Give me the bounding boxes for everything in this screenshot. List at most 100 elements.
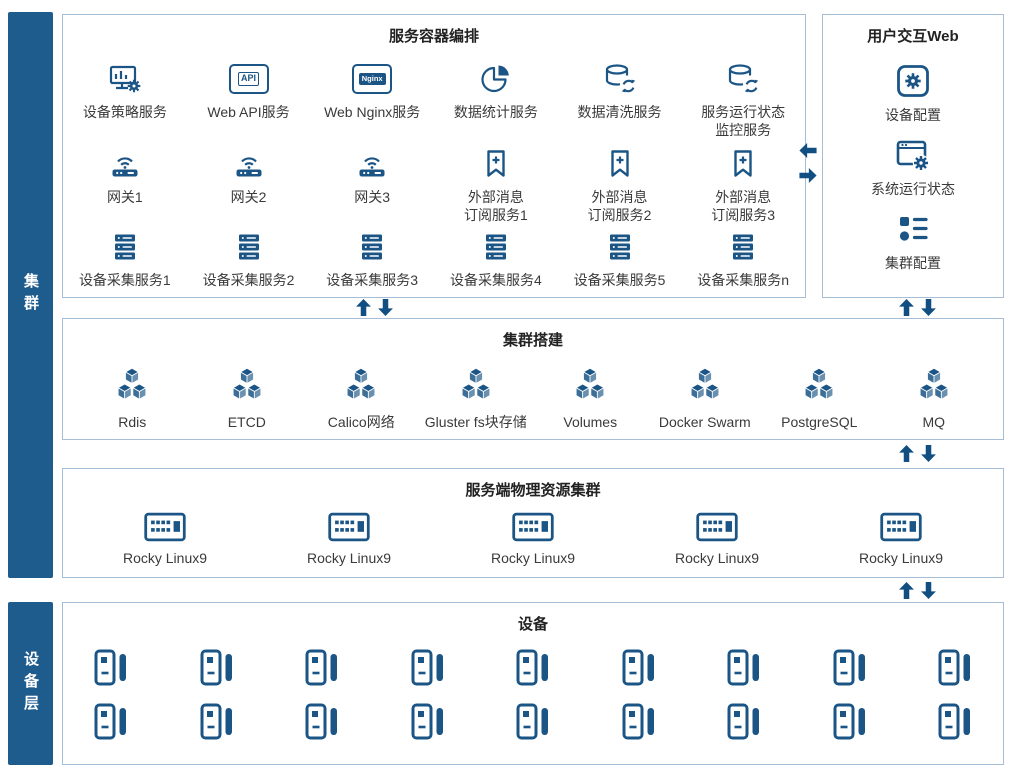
- physical-cluster-title: 服务端物理资源集群: [465, 482, 601, 499]
- physical-node-3: Rocky Linux9: [441, 512, 625, 567]
- device-row-1: [63, 648, 1003, 688]
- cube-cluster-icon: [684, 364, 726, 406]
- bookmark-plus-icon: [726, 147, 760, 181]
- api-badge-text: API: [237, 72, 259, 86]
- service-label: 设备采集服务5: [573, 272, 666, 288]
- orch-setup-link-arrows: [356, 299, 393, 316]
- cube-cluster-icon: [455, 364, 497, 406]
- service-label: 设备采集服务n: [697, 272, 790, 288]
- physical-node-label: Rocky Linux9: [674, 550, 760, 566]
- down-arrow-icon: [378, 299, 393, 316]
- cluster-config-icon: [895, 211, 931, 247]
- device-icon: [830, 702, 870, 742]
- physical-node-label: Rocky Linux9: [306, 550, 392, 566]
- web-item-system-status: 系统运行状态: [871, 137, 955, 198]
- api-window-icon: API: [228, 64, 269, 94]
- up-arrow-icon: [899, 299, 914, 316]
- wireless-gateway-icon: [108, 147, 142, 181]
- bookmark-plus-icon: [479, 147, 513, 181]
- hardware-module-icon: [142, 512, 188, 542]
- physical-device-link-arrows: [899, 582, 936, 599]
- collector-service-4: 设备采集服务4: [434, 230, 558, 298]
- device-icon: [408, 702, 448, 742]
- service-web-api: API Web API服务: [187, 62, 311, 147]
- device-icon: [302, 648, 342, 688]
- device-icon: [91, 702, 131, 742]
- external-subscription-1: 外部消息 订阅服务1: [434, 147, 558, 230]
- service-label: 外部消息 订阅服务3: [711, 189, 776, 224]
- bookmark-plus-icon: [603, 147, 637, 181]
- physical-node-4: Rocky Linux9: [625, 512, 809, 567]
- service-label: 网关1: [106, 189, 143, 205]
- setup-item-label: ETCD: [227, 414, 266, 430]
- server-rack-icon: [726, 230, 760, 264]
- gateway-3: 网关3: [310, 147, 434, 230]
- service-label: 网关2: [230, 189, 267, 205]
- server-rack-icon: [355, 230, 389, 264]
- device-icon: [619, 648, 659, 688]
- hardware-module-icon: [326, 512, 372, 542]
- nginx-window-icon: Nginx: [352, 64, 393, 94]
- gear-box-icon: [895, 63, 931, 99]
- device-icon: [513, 702, 553, 742]
- setup-item-mq: MQ: [877, 364, 992, 431]
- service-data-statistics: 数据统计服务: [434, 62, 558, 147]
- cluster-setup-panel: 集群搭建 Rdis ETCD Calico网络 Gluster fs块存储 Vo…: [62, 318, 1004, 440]
- service-label: 设备采集服务4: [449, 272, 542, 288]
- service-label: 数据统计服务: [453, 104, 538, 120]
- cube-cluster-icon: [569, 364, 611, 406]
- device-icon: [302, 702, 342, 742]
- wireless-gateway-icon: [355, 147, 389, 181]
- orchestration-row-2: 网关1 网关2 网关3 外部消息 订阅服务1 外部消息 订阅服务2 外部消息 订…: [63, 147, 805, 230]
- device-icon: [935, 648, 975, 688]
- physical-node-label: Rocky Linux9: [858, 550, 944, 566]
- setup-item-volumes: Volumes: [533, 364, 648, 431]
- service-label: 服务运行状态 监控服务: [701, 104, 786, 139]
- service-web-nginx: Nginx Web Nginx服务: [310, 62, 434, 147]
- service-label: 设备采集服务1: [78, 272, 171, 288]
- hardware-module-icon: [878, 512, 924, 542]
- collector-service-2: 设备采集服务2: [187, 230, 311, 298]
- web-item-device-config: 设备配置: [885, 63, 941, 124]
- service-label: Web API服务: [207, 104, 290, 120]
- server-rack-icon: [108, 230, 142, 264]
- collector-service-1: 设备采集服务1: [63, 230, 187, 298]
- web-item-cluster-config: 集群配置: [885, 211, 941, 272]
- service-label: 设备采集服务2: [202, 272, 295, 288]
- server-rack-icon: [232, 230, 266, 264]
- external-subscription-2: 外部消息 订阅服务2: [558, 147, 682, 230]
- service-label: 数据清洗服务: [577, 104, 662, 120]
- device-icon: [724, 648, 764, 688]
- cluster-setup-row: Rdis ETCD Calico网络 Gluster fs块存储 Volumes…: [63, 364, 1003, 431]
- database-refresh-icon: [603, 62, 637, 96]
- setup-item-label: Volumes: [563, 414, 618, 430]
- setup-item-label: Docker Swarm: [658, 414, 751, 430]
- hardware-module-icon: [694, 512, 740, 542]
- server-rack-icon: [603, 230, 637, 264]
- service-data-cleaning: 数据清洗服务: [558, 62, 682, 147]
- user-web-panel: 用户交互Web 设备配置 系统运行状态 集群配置: [822, 14, 1004, 298]
- monitor-chart-gear-icon: [108, 62, 142, 96]
- physical-node-5: Rocky Linux9: [809, 512, 993, 567]
- setup-item-label: Rdis: [118, 414, 147, 430]
- device-panel: 设备: [62, 602, 1004, 765]
- web-item-label: 集群配置: [885, 254, 941, 271]
- setup-item-calico: Calico网络: [304, 364, 419, 431]
- user-web-title: 用户交互Web: [867, 28, 959, 45]
- down-arrow-icon: [921, 299, 936, 316]
- device-icon: [197, 702, 237, 742]
- service-label: Web Nginx服务: [324, 104, 421, 120]
- up-arrow-icon: [356, 299, 371, 316]
- web-item-label: 系统运行状态: [871, 180, 955, 197]
- orchestration-row-3: 设备采集服务1 设备采集服务2 设备采集服务3 设备采集服务4 设备采集服务5 …: [63, 230, 805, 298]
- database-refresh-icon: [726, 62, 760, 96]
- physical-node-2: Rocky Linux9: [257, 512, 441, 567]
- service-label: 外部消息 订阅服务1: [463, 189, 528, 224]
- orchestration-panel: 服务容器编排 设备策略服务 API Web API服务 Nginx Web Ng…: [62, 14, 806, 298]
- physical-cluster-panel: 服务端物理资源集群 Rocky Linux9 Rocky Linux9 Rock…: [62, 468, 1004, 578]
- external-subscription-3: 外部消息 订阅服务3: [681, 147, 805, 230]
- setup-item-label: MQ: [922, 414, 946, 430]
- window-gear-icon: [895, 137, 931, 173]
- physical-node-label: Rocky Linux9: [490, 550, 576, 566]
